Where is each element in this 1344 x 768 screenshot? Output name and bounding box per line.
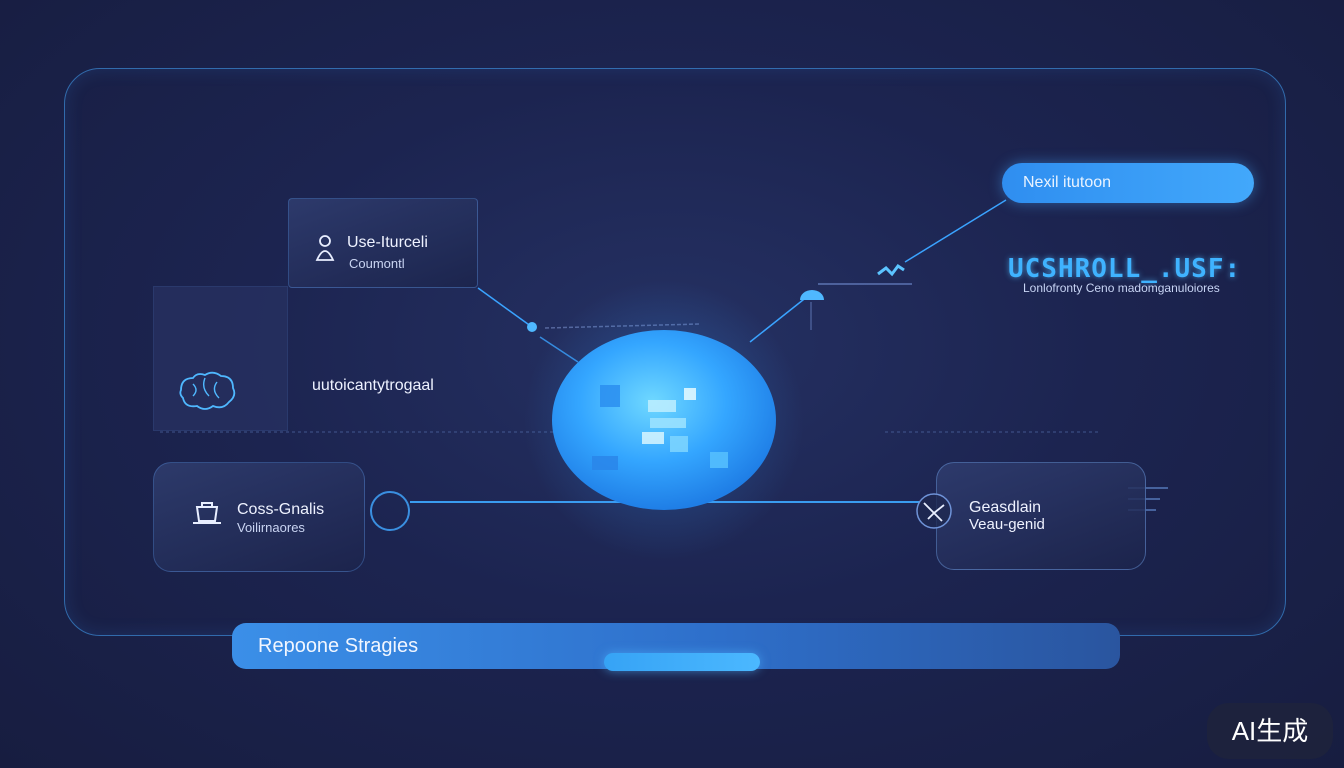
node-brain-text: uutoicantytrogaal — [312, 377, 434, 394]
node-cup-subtitle: Voilirnaores — [237, 520, 305, 535]
cup-icon — [191, 499, 223, 532]
glitch-caption: Lonlofronty Ceno madomganuloiores — [1023, 281, 1220, 295]
user-icon — [314, 233, 336, 268]
ai-generated-badge: AI生成 — [1207, 703, 1333, 759]
connector-dot-top-right — [800, 290, 824, 300]
connector-top-right — [904, 199, 1007, 263]
node-card-compass[interactable] — [936, 462, 1146, 570]
slider-handle[interactable] — [604, 653, 760, 671]
compass-icon[interactable] — [910, 491, 958, 536]
connector-dot-top-left — [527, 322, 537, 332]
connector-spark — [877, 263, 905, 277]
connector-top-left — [477, 287, 533, 328]
brain-icon — [175, 370, 239, 415]
node-compass-subtitle: Veau-genid — [969, 516, 1045, 533]
orb-pixel-pattern — [592, 385, 728, 470]
node-card-cup[interactable] — [153, 462, 365, 572]
node-user-title: Use-Iturceli — [347, 234, 428, 251]
connector-node-left[interactable] — [370, 491, 410, 531]
glitch-heading: UCSHROLL_.USF: — [1008, 254, 1242, 284]
node-compass-title: Geasdlain — [969, 499, 1042, 516]
node-card-user[interactable] — [288, 198, 478, 288]
node-user-subtitle: Coumontl — [349, 256, 405, 271]
node-cup-title: Coss-Gnalis — [237, 501, 325, 518]
next-button[interactable]: Nexil itutoon — [1002, 163, 1254, 203]
